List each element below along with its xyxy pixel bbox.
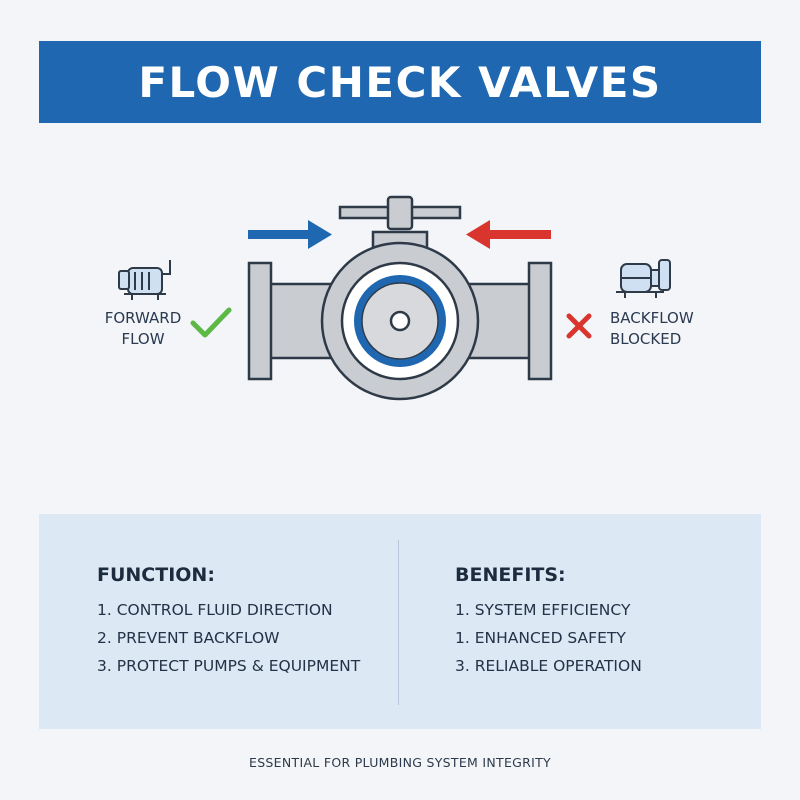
forward-flow-line2: FLOW <box>121 330 165 348</box>
backflow-line2: BLOCKED <box>610 330 682 348</box>
function-list: 1. CONTROL FLUID DIRECTION 2. PREVENT BA… <box>97 596 360 680</box>
benefits-item: 1. SYSTEM EFFICIENCY <box>455 601 631 619</box>
pump-icon <box>118 260 171 300</box>
benefits-list: 1. SYSTEM EFFICIENCY 1. ENHANCED SAFETY … <box>455 596 642 680</box>
valve-diagram: FORWARD FLOW BACKFLOW BLOCKED <box>0 180 800 420</box>
benefits-heading: BENEFITS: <box>455 564 566 586</box>
function-heading: FUNCTION: <box>97 564 215 586</box>
equipment-icon <box>616 259 671 298</box>
backflow-line1: BACKFLOW <box>610 309 694 327</box>
function-item: 3. PROTECT PUMPS & EQUIPMENT <box>97 657 361 675</box>
forward-flow-label: FORWARD FLOW <box>96 308 190 350</box>
backflow-blocked-label: BACKFLOW BLOCKED <box>610 308 720 350</box>
function-item: 1. CONTROL FLUID DIRECTION <box>97 601 333 619</box>
footer-tagline: ESSENTIAL FOR PLUMBING SYSTEM INTEGRITY <box>249 755 551 770</box>
check-icon <box>190 307 232 338</box>
page-title: FLOW CHECK VALVES <box>138 57 662 107</box>
benefits-column: BENEFITS: 1. SYSTEM EFFICIENCY 1. ENHANC… <box>455 564 642 680</box>
function-item: 2. PREVENT BACKFLOW <box>97 629 280 647</box>
title-banner: FLOW CHECK VALVES <box>39 41 761 123</box>
benefits-item: 1. ENHANCED SAFETY <box>455 629 626 647</box>
check-disc <box>340 261 460 381</box>
column-divider <box>398 540 399 705</box>
backflow-arrow <box>466 220 551 249</box>
cross-icon <box>566 313 592 339</box>
forward-flow-line1: FORWARD <box>104 309 182 327</box>
forward-flow-arrow <box>248 220 332 249</box>
valve-diagram-svg <box>118 195 671 401</box>
function-column: FUNCTION: 1. CONTROL FLUID DIRECTION 2. … <box>97 564 360 680</box>
info-panel: FUNCTION: 1. CONTROL FLUID DIRECTION 2. … <box>39 514 761 729</box>
benefits-item: 3. RELIABLE OPERATION <box>455 657 642 675</box>
